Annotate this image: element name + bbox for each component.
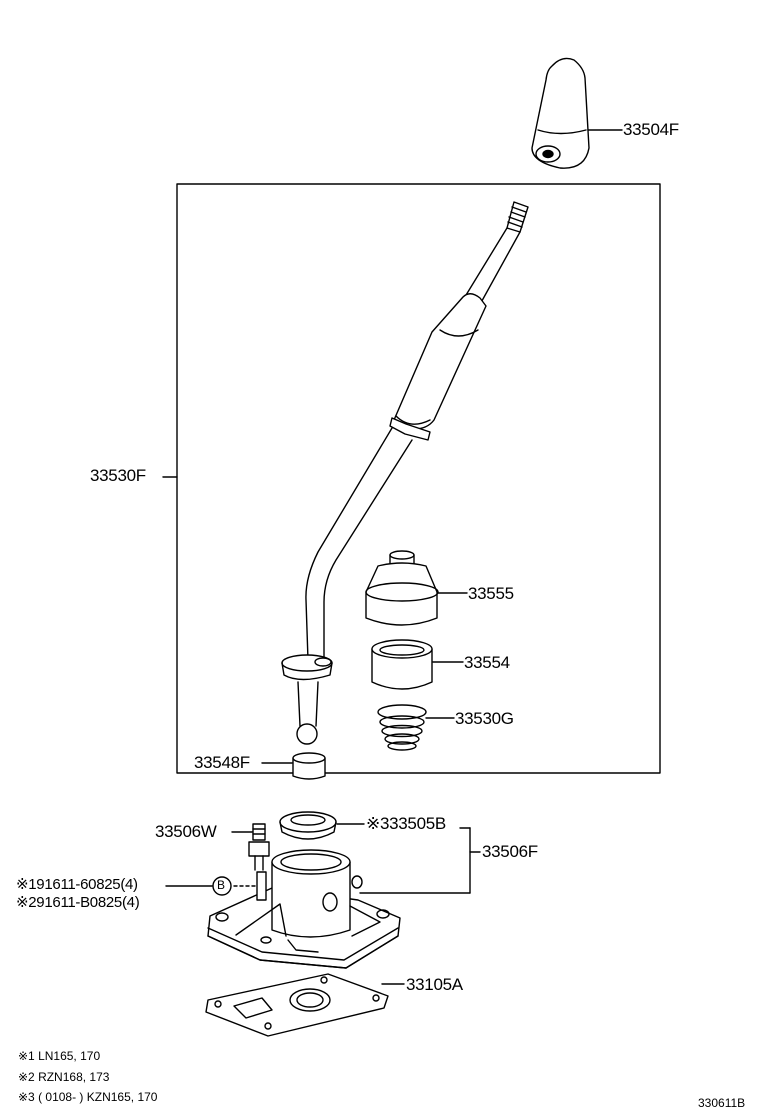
label-bolt-1: ※191611-60825(4) [16, 876, 138, 893]
part-33105a-shape [205, 973, 405, 1037]
label-33548f: 33548F [194, 753, 250, 772]
part-33506w-shape [231, 823, 270, 871]
shift-lever [162, 201, 529, 745]
shift-knob [531, 57, 623, 169]
bolt-marker-circle [212, 876, 232, 896]
label-33530f: 33530F [90, 466, 146, 485]
part-33554-shape [371, 639, 464, 690]
label-bolt-2: ※291611-B0825(4) [16, 894, 140, 911]
lever-assembly-box [176, 183, 661, 774]
label-33555: 33555 [468, 584, 514, 603]
bolt-marker-letter: B [217, 878, 225, 892]
label-33506w: 33506W [155, 822, 217, 841]
label-33505b: ※333505B [366, 814, 446, 833]
part-33506f-shape [207, 849, 401, 969]
footnote-1: ※1 LN165, 170 [18, 1049, 101, 1063]
part-33555-shape [365, 550, 468, 626]
label-33105a: 33105A [406, 975, 463, 994]
part-33548f-shape [261, 752, 326, 780]
part-33505b-shape [279, 811, 365, 840]
label-33530g: 33530G [455, 709, 514, 728]
figure-id: 330611B [698, 1096, 746, 1110]
label-33554: 33554 [464, 653, 510, 672]
label-33506f: 33506F [482, 842, 538, 861]
part-33530g-shape [377, 704, 455, 751]
footnote-3: ※3 ( 0108- ) KZN165, 170 [18, 1090, 158, 1104]
label-33504f: 33504F [623, 120, 679, 139]
footnote-2: ※2 RZN168, 173 [18, 1070, 110, 1084]
